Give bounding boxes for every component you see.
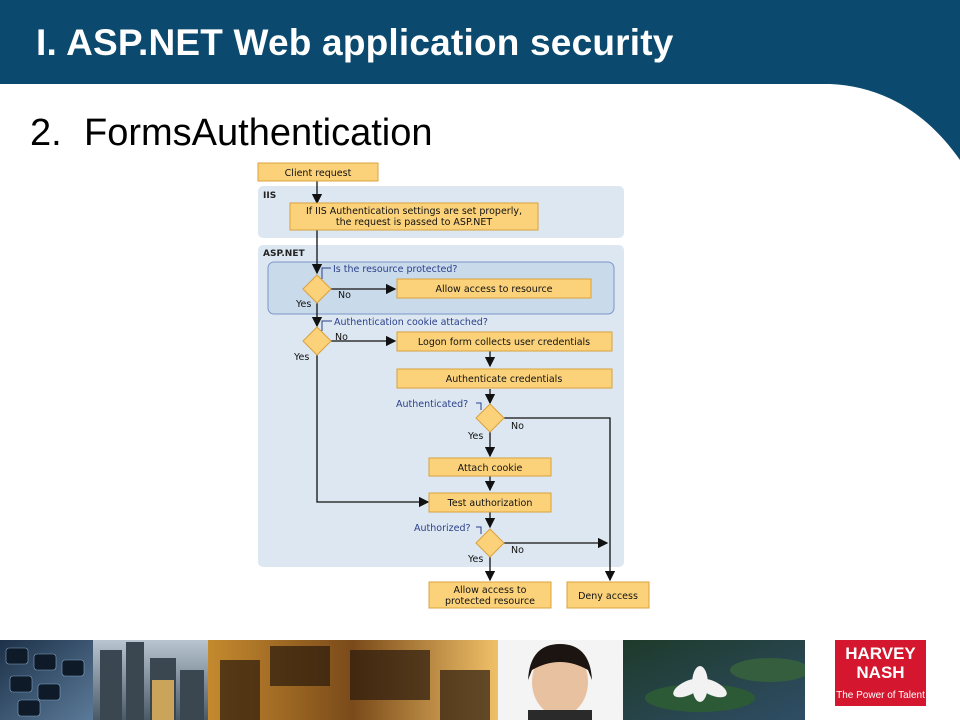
- deny-access-text: Deny access: [578, 591, 638, 602]
- no-label-1: No: [338, 290, 351, 301]
- test-authorization-text: Test authorization: [447, 498, 533, 509]
- allow-access-box: [396, 278, 592, 299]
- iis-pass-text-1: If IIS Authentication settings are set p…: [306, 206, 522, 217]
- logon-form-box: [396, 331, 613, 352]
- iis-pass-text-2: the request is passed to ASP.NET: [336, 217, 492, 228]
- yes-label-3: Yes: [467, 431, 483, 442]
- protected-question: Is the resource protected?: [333, 264, 457, 275]
- authorized-question: Authorized?: [414, 523, 471, 534]
- allow-protected-box: [428, 581, 552, 609]
- subtitle-number: 2.: [30, 112, 62, 154]
- slide-subtitle: 2. FormsAuthentication: [30, 112, 433, 155]
- yes-label-1: Yes: [295, 299, 311, 310]
- authenticated-question: Authenticated?: [396, 399, 468, 410]
- attach-cookie-box: [428, 457, 552, 477]
- iis-label: IIS: [263, 191, 276, 201]
- yes-label-4: Yes: [467, 554, 483, 565]
- no-label-2: No: [335, 332, 348, 343]
- cookie-decision: [302, 326, 332, 356]
- logo-line-1: HARVEY: [845, 644, 916, 663]
- logo-wordmark: HARVEY NASH: [835, 644, 926, 682]
- protected-decision: [302, 274, 332, 304]
- yes-label-2: Yes: [293, 352, 309, 363]
- header-band: [0, 0, 960, 160]
- slide-title: I. ASP.NET Web application security: [36, 22, 674, 63]
- cookie-question: Authentication cookie attached?: [334, 317, 488, 328]
- authenticated-decision: [475, 403, 505, 433]
- no-label-4: No: [511, 545, 524, 556]
- logo-line-2: NASH: [856, 663, 905, 682]
- deny-access-box: [566, 581, 650, 609]
- authorized-decision: [475, 528, 505, 558]
- authenticate-box: [396, 368, 613, 389]
- attach-cookie-text: Attach cookie: [458, 463, 523, 474]
- allow-access-text: Allow access to resource: [435, 284, 552, 295]
- subtitle-text: FormsAuthentication: [84, 112, 433, 154]
- aspnet-region: [258, 245, 624, 567]
- footer-photo-strip: [0, 640, 960, 720]
- test-authorization-box: [428, 492, 552, 513]
- client-request-box: [257, 162, 379, 182]
- allow-protected-text-2: protected resource: [445, 596, 535, 607]
- logo-tagline: The Power of Talent: [836, 690, 925, 701]
- harvey-nash-logo: HARVEY NASH: [835, 640, 926, 706]
- logon-form-text: Logon form collects user credentials: [418, 337, 590, 348]
- allow-protected-text-1: Allow access to: [454, 585, 527, 596]
- iis-pass-box: [289, 202, 539, 231]
- authenticate-text: Authenticate credentials: [446, 374, 563, 385]
- aspnet-label: ASP.NET: [263, 249, 305, 259]
- forms-auth-flowchart: IIS ASP.NET Clie: [257, 162, 650, 609]
- no-label-3: No: [511, 421, 524, 432]
- client-request-text: Client request: [285, 168, 352, 179]
